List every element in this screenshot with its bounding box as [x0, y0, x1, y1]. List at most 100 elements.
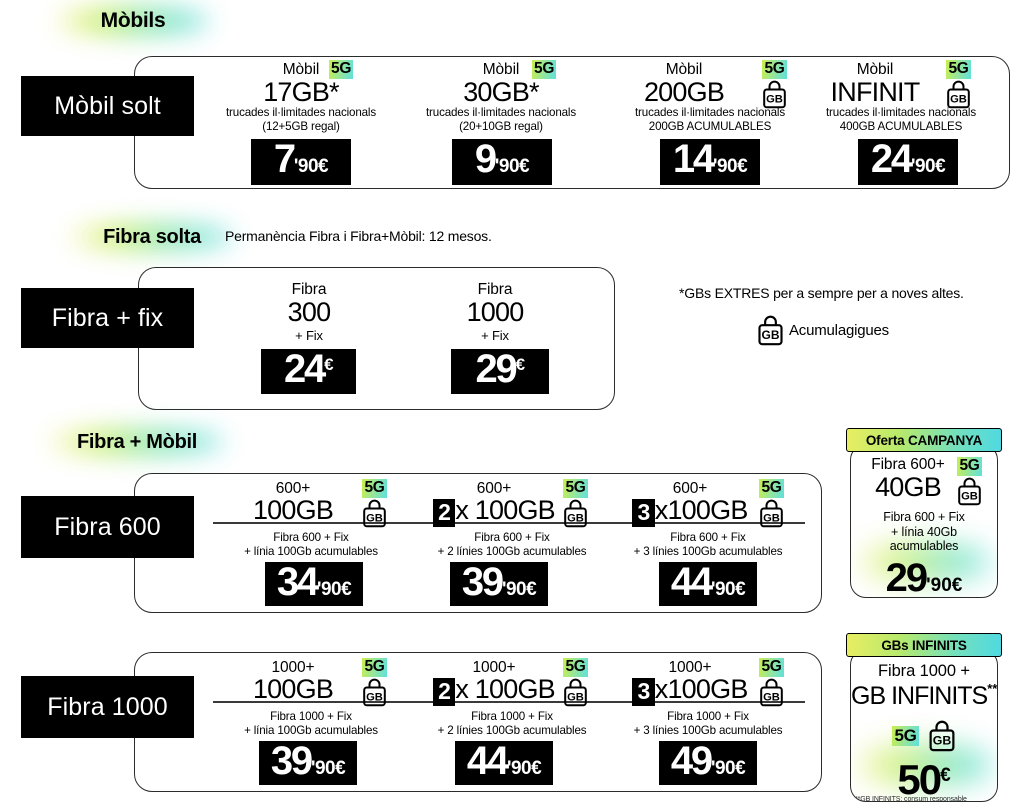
- badge-5g: 5G: [563, 479, 588, 498]
- plan-desc-2: (20+10GB regal): [459, 119, 543, 133]
- price-integer: 24: [870, 137, 913, 181]
- plan-card-mobil-30gb[interactable]: Mòbil 30GB* 5G trucades il·limitades nac…: [396, 60, 606, 133]
- plan-title-top: 1000+: [271, 659, 315, 676]
- gb-bag-icon: GB: [757, 315, 784, 346]
- plan-title-main: x 100GB: [455, 674, 555, 704]
- price-integer: 34: [276, 560, 319, 604]
- promo-campanya[interactable]: Oferta CAMPANYA Fibra 600+ 40GB Fibra 60…: [846, 428, 1002, 598]
- plan-desc-2: + 3 línies 100Gb acumulables: [633, 723, 783, 737]
- promo-infinits-content: Fibra 1000 + GB INFINITS** 5G GB 50€: [851, 650, 998, 801]
- svg-text:GB: GB: [763, 691, 780, 703]
- price-f1000-1: 39 '90€: [259, 741, 357, 785]
- divider-fibra600: [213, 522, 805, 524]
- icon-stack: 5G GB: [362, 658, 387, 707]
- promo-infinits-price: 50€: [851, 756, 997, 801]
- plan-title-main: 1000: [466, 297, 525, 328]
- price-integer: 29: [475, 347, 517, 391]
- price-mobil-200gb: 14 '90€: [660, 139, 760, 185]
- price-cents: '90€: [710, 758, 746, 779]
- promo-campanya-header: Oferta CAMPANYA: [846, 428, 1002, 452]
- plate-mobil-solt-label: Mòbil solt: [54, 91, 161, 120]
- price-cents: '90€: [494, 156, 530, 177]
- plan-card-mobil-200gb[interactable]: Mòbil 200GB 5G GB trucades il·limitades …: [605, 60, 815, 133]
- plan-desc-1: trucades il·limitades nacionals: [634, 106, 785, 119]
- plate-fibra-fix-label: Fibra + fix: [51, 303, 164, 332]
- plan-title-top: Mòbil: [282, 61, 320, 78]
- price-cents: '90€: [712, 156, 748, 177]
- plan-title-main: 17GB*: [263, 77, 339, 107]
- plan-desc-1: Fibra 600 + Fix: [670, 531, 746, 544]
- svg-text:GB: GB: [567, 691, 584, 703]
- promo-infinits[interactable]: GBs INFINITS Fibra 1000 + GB INFINITS** …: [846, 633, 1002, 802]
- plan-title-main: x100GB: [654, 674, 749, 704]
- section-heading-mobils-label: Mòbils: [100, 9, 166, 32]
- price-integer: 29: [885, 556, 928, 598]
- promo-infinits-body: Fibra 1000 + GB INFINITS** 5G GB 50€ **G…: [850, 649, 998, 802]
- badge-5g: 5G: [892, 726, 919, 747]
- plan-desc-2: + 3 línies 100Gb acumulables: [633, 544, 783, 558]
- plan-title-top: Fibra: [291, 281, 327, 298]
- section-heading-fibra-mobil-label: Fibra + Mòbil: [77, 430, 197, 453]
- price-integer: 39: [270, 739, 313, 783]
- acumulagigues-legend: GB Acumulagigues: [757, 315, 889, 346]
- plate-fibra-1000-label: Fibra 1000: [47, 692, 168, 721]
- plan-desc-1: Fibra 1000 + Fix: [270, 710, 352, 723]
- promo-infinits-icons: 5G GB: [851, 720, 997, 752]
- badge-5g: 5G: [329, 60, 354, 79]
- footnote-gbs-extres: *GBs EXTRES per a sempre per a noves alt…: [679, 285, 964, 301]
- plan-title-top: Mòbil: [482, 61, 520, 78]
- svg-text:GB: GB: [961, 490, 978, 502]
- plan-desc-1: Fibra 600 + Fix: [273, 531, 349, 544]
- plan-desc-2: + 2 línies 100Gb acumulables: [437, 723, 587, 737]
- promo-price-glow: [861, 543, 989, 581]
- plan-card-f1000-1[interactable]: 1000+ 100GB 5G GB Fibra 1000 + Fix + lín…: [213, 658, 409, 737]
- price-cents: '90€: [910, 156, 946, 177]
- promo-title-main-wrap: GB INFINITS**: [851, 681, 998, 711]
- price-mobil-infinit: 24 '90€: [858, 139, 958, 185]
- price-cents: €: [324, 355, 334, 374]
- icon-stack: 5G GB: [762, 60, 787, 109]
- price-f600-3: 44 '90€: [659, 562, 757, 606]
- price-mobil-17gb: 7 '90€: [251, 139, 351, 185]
- svg-text:GB: GB: [932, 734, 951, 748]
- divider-fibra1000: [213, 701, 805, 703]
- plan-card-fibra-1000[interactable]: Fibra 1000 + Fix: [400, 281, 590, 343]
- badge-5g: 5G: [946, 60, 971, 79]
- permanencia-note: Permanència Fibra i Fibra+Mòbil: 12 meso…: [225, 228, 492, 244]
- plan-desc-1: Fibra 1000 + Fix: [667, 710, 749, 723]
- gb-bag-icon: GB: [928, 720, 956, 752]
- price-f1000-3: 49 '90€: [659, 741, 757, 785]
- badge-5g: 5G: [532, 60, 557, 79]
- plan-card-f600-1[interactable]: 600+ 100GB 5G GB Fibra 600 + Fix + línia…: [213, 479, 409, 558]
- plan-desc-1: Fibra 1000 + Fix: [471, 710, 553, 723]
- plan-card-mobil-17gb[interactable]: Mòbil 17GB* 5G trucades il·limitades nac…: [196, 60, 406, 133]
- price-integer: 14: [672, 137, 715, 181]
- promo-campanya-price: 29'90€: [851, 556, 997, 598]
- price-f600-1: 34 '90€: [265, 562, 363, 606]
- plan-title-main: x 100GB: [455, 495, 555, 525]
- plate-fibra-600: Fibra 600: [21, 496, 194, 558]
- icon-stack: 5G GB: [563, 658, 588, 707]
- plate-fibra-600-label: Fibra 600: [54, 512, 161, 541]
- promo-asterisks: **: [987, 681, 998, 697]
- badge-5g: 5G: [762, 60, 787, 79]
- plan-card-mobil-infinit[interactable]: Mòbil INFINIT 5G GB trucades il·limitade…: [796, 60, 1006, 133]
- plan-card-fibra-300[interactable]: Fibra 300 + Fix: [214, 281, 404, 343]
- price-integer: 44: [466, 739, 509, 783]
- badge-5g: 5G: [362, 658, 387, 677]
- icon-stack: 5G GB: [957, 457, 982, 506]
- price-cents: '90€: [310, 758, 346, 779]
- plan-title-top: Mòbil: [665, 61, 703, 78]
- plan-sub: + Fix: [481, 327, 509, 343]
- promo-campanya-body: Fibra 600+ 40GB Fibra 600 + Fix + línia …: [850, 444, 998, 598]
- promo-desc-1: Fibra 600 + Fix: [883, 509, 965, 524]
- plan-title-main: 200GB: [643, 77, 725, 107]
- gb-bag-icon: GB: [759, 678, 784, 707]
- section-heading-fibra-solta: Fibra solta: [62, 219, 242, 255]
